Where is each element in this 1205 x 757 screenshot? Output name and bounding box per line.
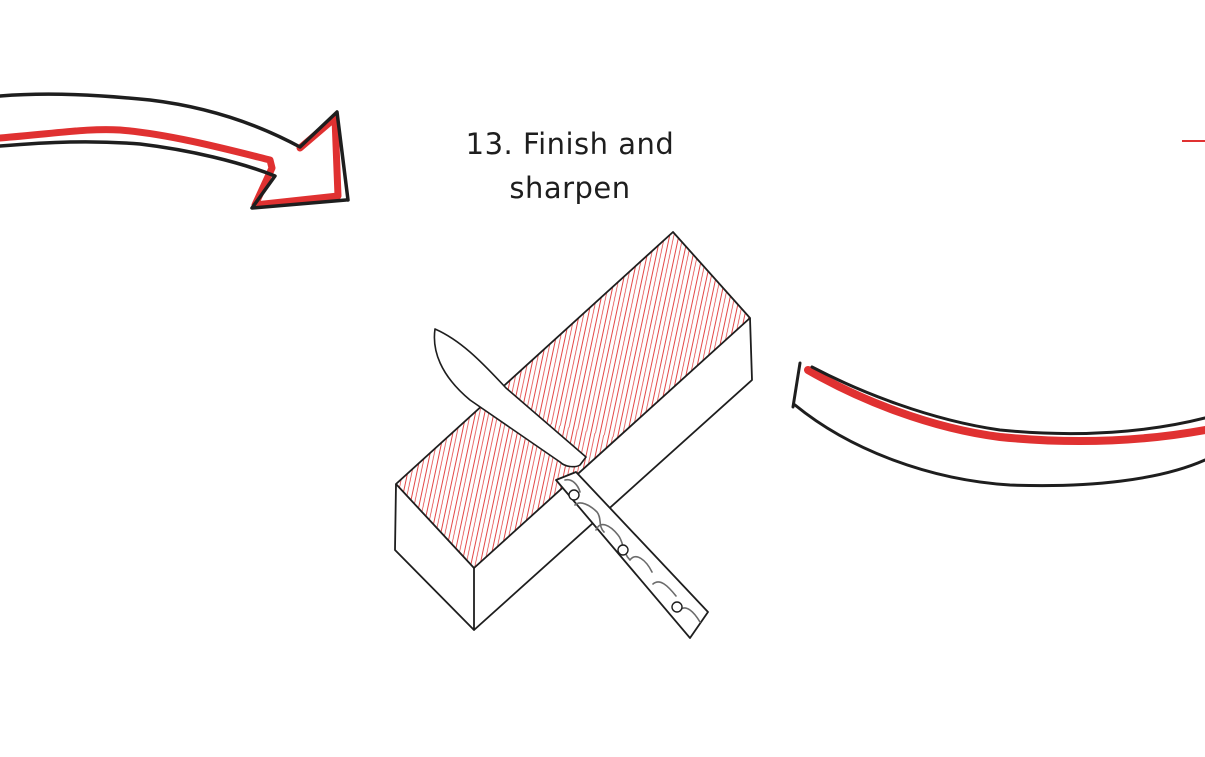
handle-rivet-2 (617, 544, 629, 556)
step-title-line1: 13. Finish and (465, 127, 675, 161)
whetstone-block (394, 231, 753, 631)
knife (433, 328, 709, 639)
step-title[interactable]: 13. Finish and sharpen (440, 122, 700, 210)
step-title-line2: sharpen (509, 171, 631, 205)
outgoing-curve[interactable] (791, 361, 1205, 488)
knife-blade (433, 328, 587, 468)
handle-rivet-3 (671, 601, 683, 613)
handle-rivet-1 (568, 489, 580, 501)
knife-handle (555, 471, 709, 639)
incoming-arrow[interactable] (0, 92, 350, 210)
